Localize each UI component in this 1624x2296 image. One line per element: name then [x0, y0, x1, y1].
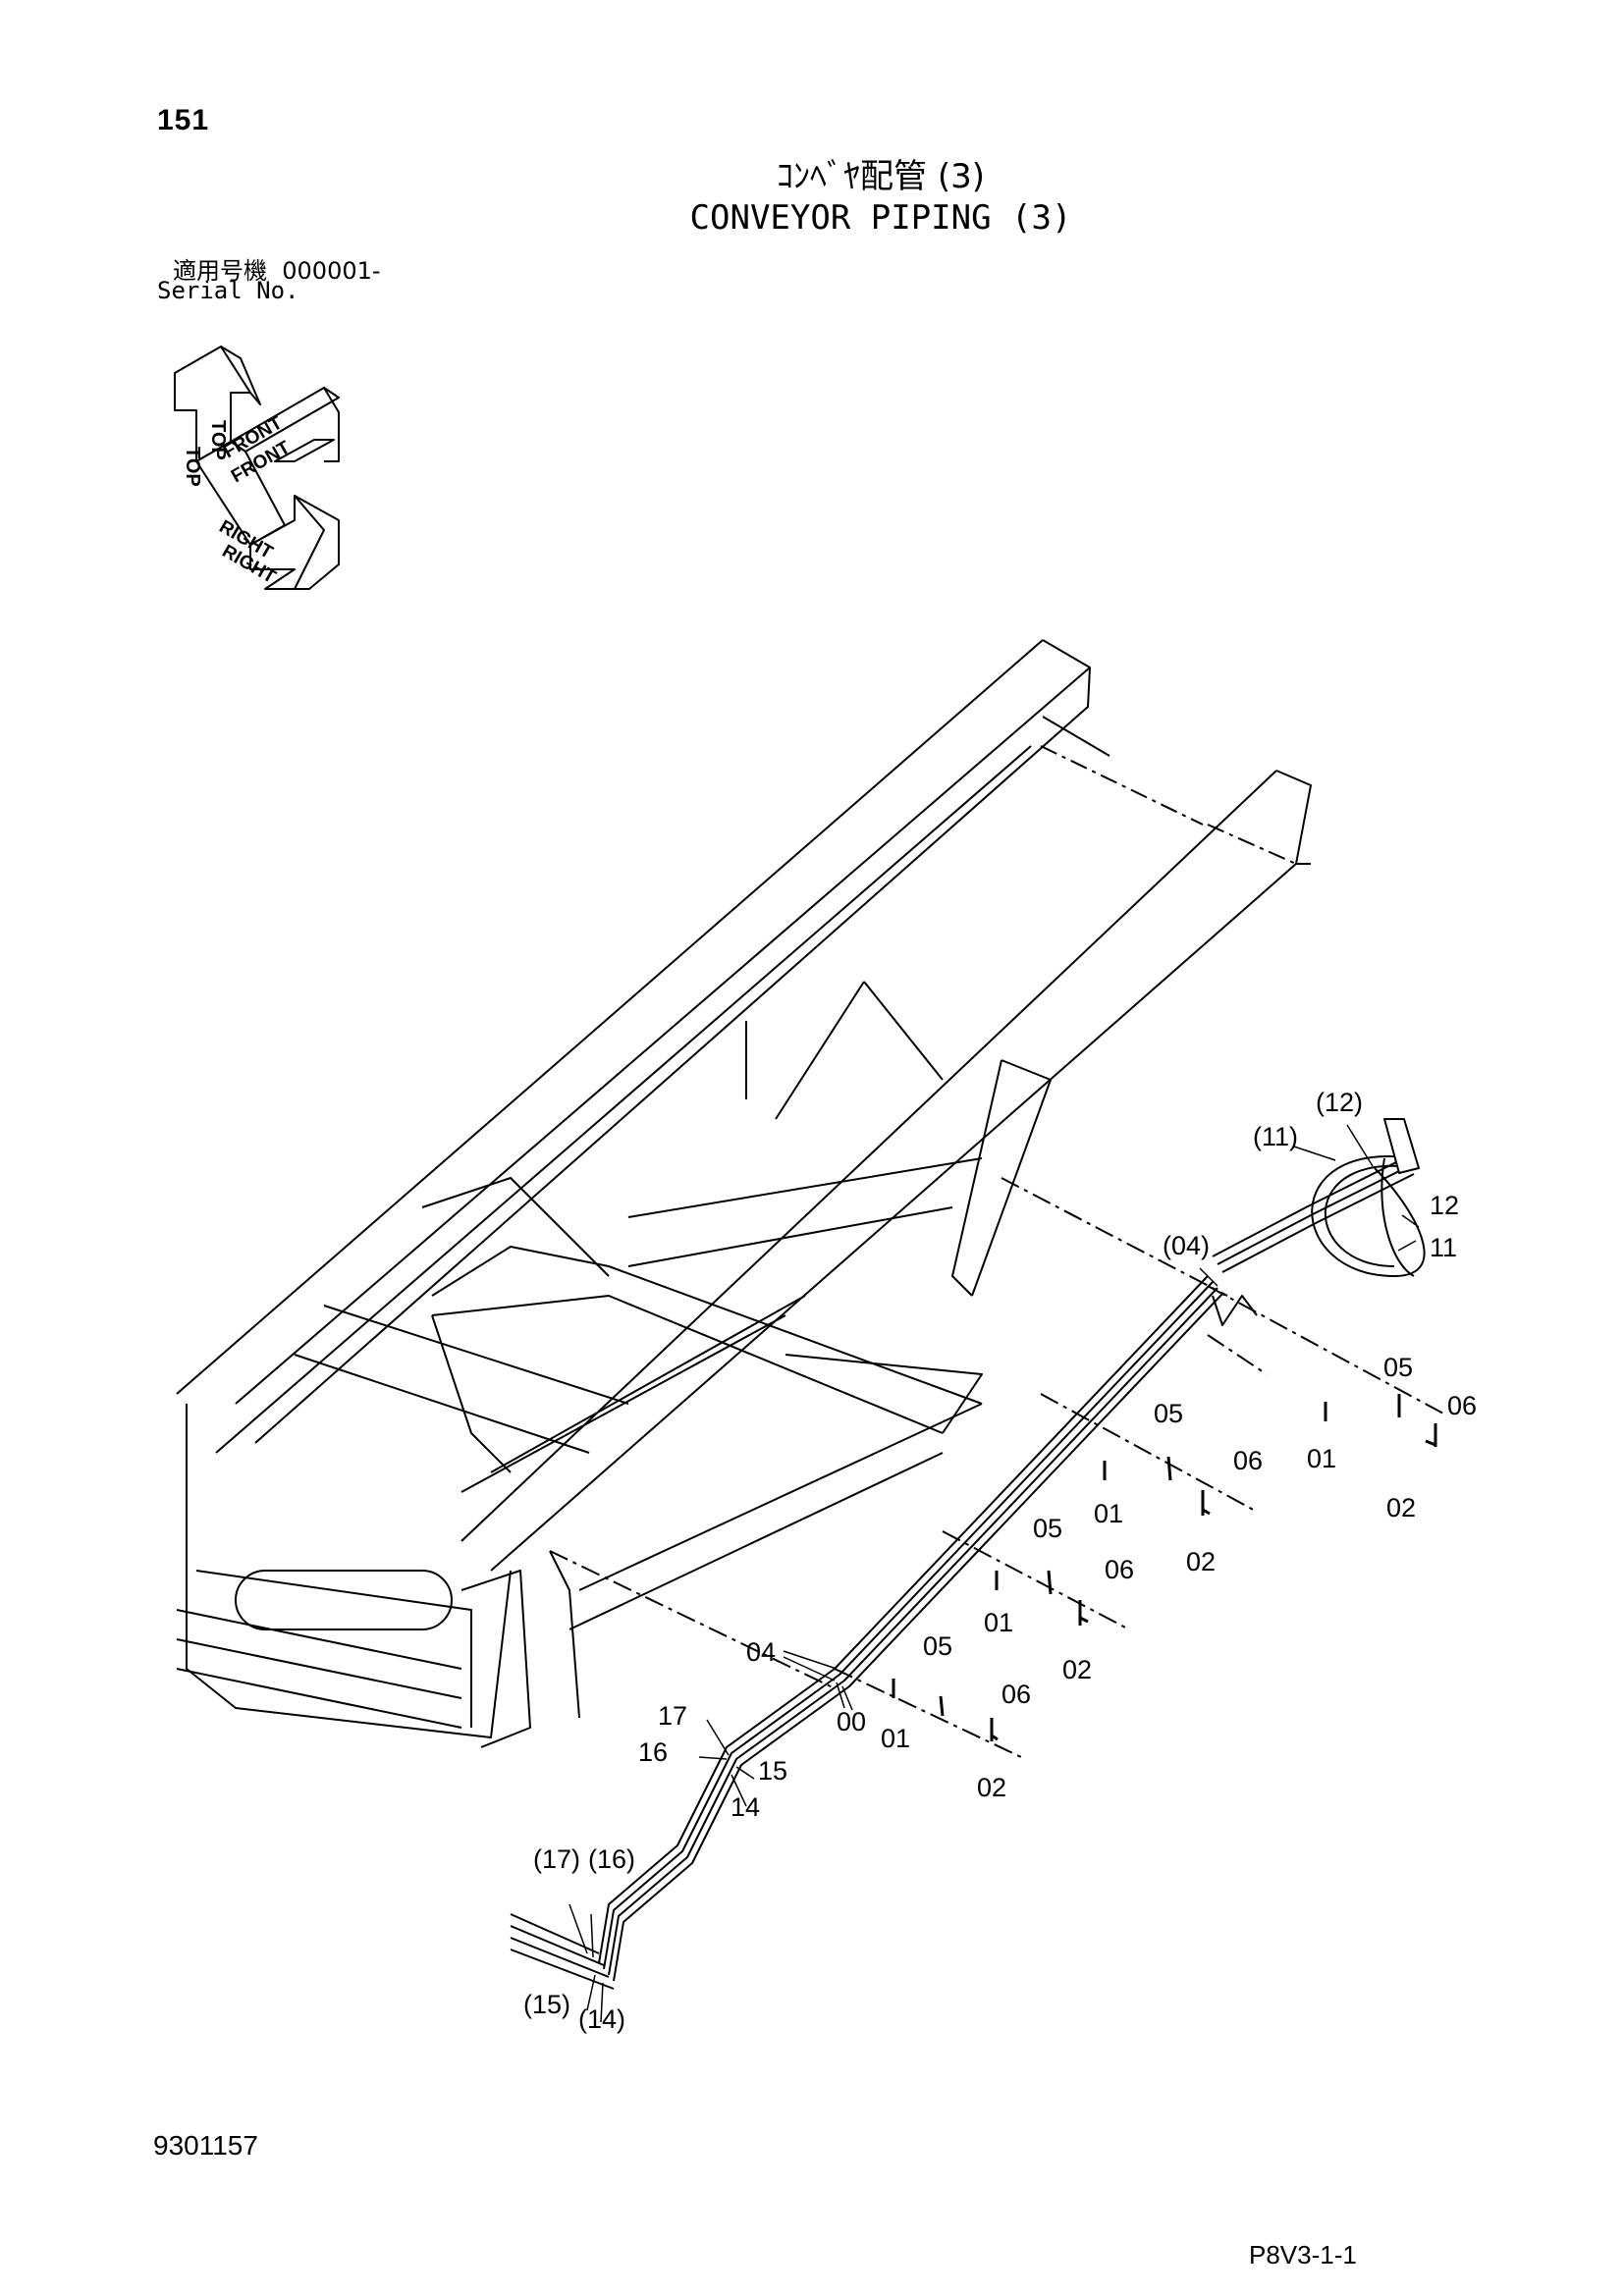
callout-16-paren: (16): [588, 1844, 635, 1874]
title-japanese: ｺﾝﾍﾞﾔ配管 (3): [777, 157, 985, 196]
leader-lines: [549, 1177, 1444, 1758]
serial-line: 適用号機 000001-: [173, 251, 381, 286]
callout-16: 16: [638, 1737, 668, 1767]
serial-value: 000001-: [282, 257, 381, 285]
callout-11-paren-top: (11): [1253, 1122, 1298, 1151]
fastener-marks: [892, 1394, 1437, 1741]
callout-06-d: 06: [1001, 1680, 1031, 1709]
callout-05-c: 05: [1033, 1514, 1062, 1543]
callout-02-a: 02: [1386, 1493, 1416, 1522]
callout-00: 00: [837, 1707, 866, 1736]
callout-01-c: 01: [984, 1608, 1013, 1637]
orientation-icon: TOP TOP FRONT FRONT RIGHT RIGHT: [174, 346, 340, 590]
serial-label-jp: 適用号機: [173, 257, 267, 285]
callout-02-c: 02: [1062, 1655, 1092, 1684]
orientation-top-label: TOP: [182, 447, 203, 487]
serial-label-en: Serial No.: [157, 277, 299, 304]
callout-15: 15: [758, 1756, 787, 1786]
callout-12-paren-top: (12): [1316, 1088, 1363, 1117]
callout-05-d: 05: [923, 1631, 952, 1661]
callout-labels: (11) (12) 12 11 (04) 05 06 01 02 05 06 0…: [523, 1088, 1477, 2034]
callout-14: 14: [731, 1792, 760, 1822]
callout-01-b: 01: [1094, 1499, 1123, 1528]
page-number: 151: [157, 104, 210, 136]
conveyor-frame: [176, 639, 1312, 1748]
callout-17: 17: [658, 1701, 687, 1731]
callout-02-d: 02: [977, 1773, 1006, 1802]
callout-12: 12: [1430, 1191, 1459, 1220]
callout-11: 11: [1430, 1233, 1457, 1262]
callout-02-b: 02: [1186, 1547, 1216, 1576]
document-number: 9301157: [153, 2130, 258, 2161]
callout-01-d: 01: [881, 1724, 910, 1753]
title-english: CONVEYOR PIPING (3): [689, 198, 1072, 238]
callout-14-paren: (14): [578, 2004, 625, 2034]
orientation-top-label-back: TOP: [207, 420, 229, 460]
figure-code: P8V3-1-1: [1249, 2240, 1357, 2269]
pipe-bundle: [510, 1118, 1426, 1990]
callout-01-a: 01: [1307, 1444, 1336, 1473]
callout-17-paren: (17): [533, 1844, 580, 1874]
callout-06-c: 06: [1105, 1555, 1134, 1584]
callout-05-a: 05: [1383, 1353, 1413, 1382]
callout-06-a: 06: [1447, 1391, 1477, 1420]
callout-06-b: 06: [1233, 1446, 1263, 1475]
callout-04-paren: (04): [1163, 1231, 1210, 1260]
callout-pointers: [568, 1124, 1420, 2023]
callout-15-paren: (15): [523, 1990, 570, 2019]
callout-05-b: 05: [1154, 1399, 1183, 1428]
callout-04: 04: [746, 1637, 776, 1667]
